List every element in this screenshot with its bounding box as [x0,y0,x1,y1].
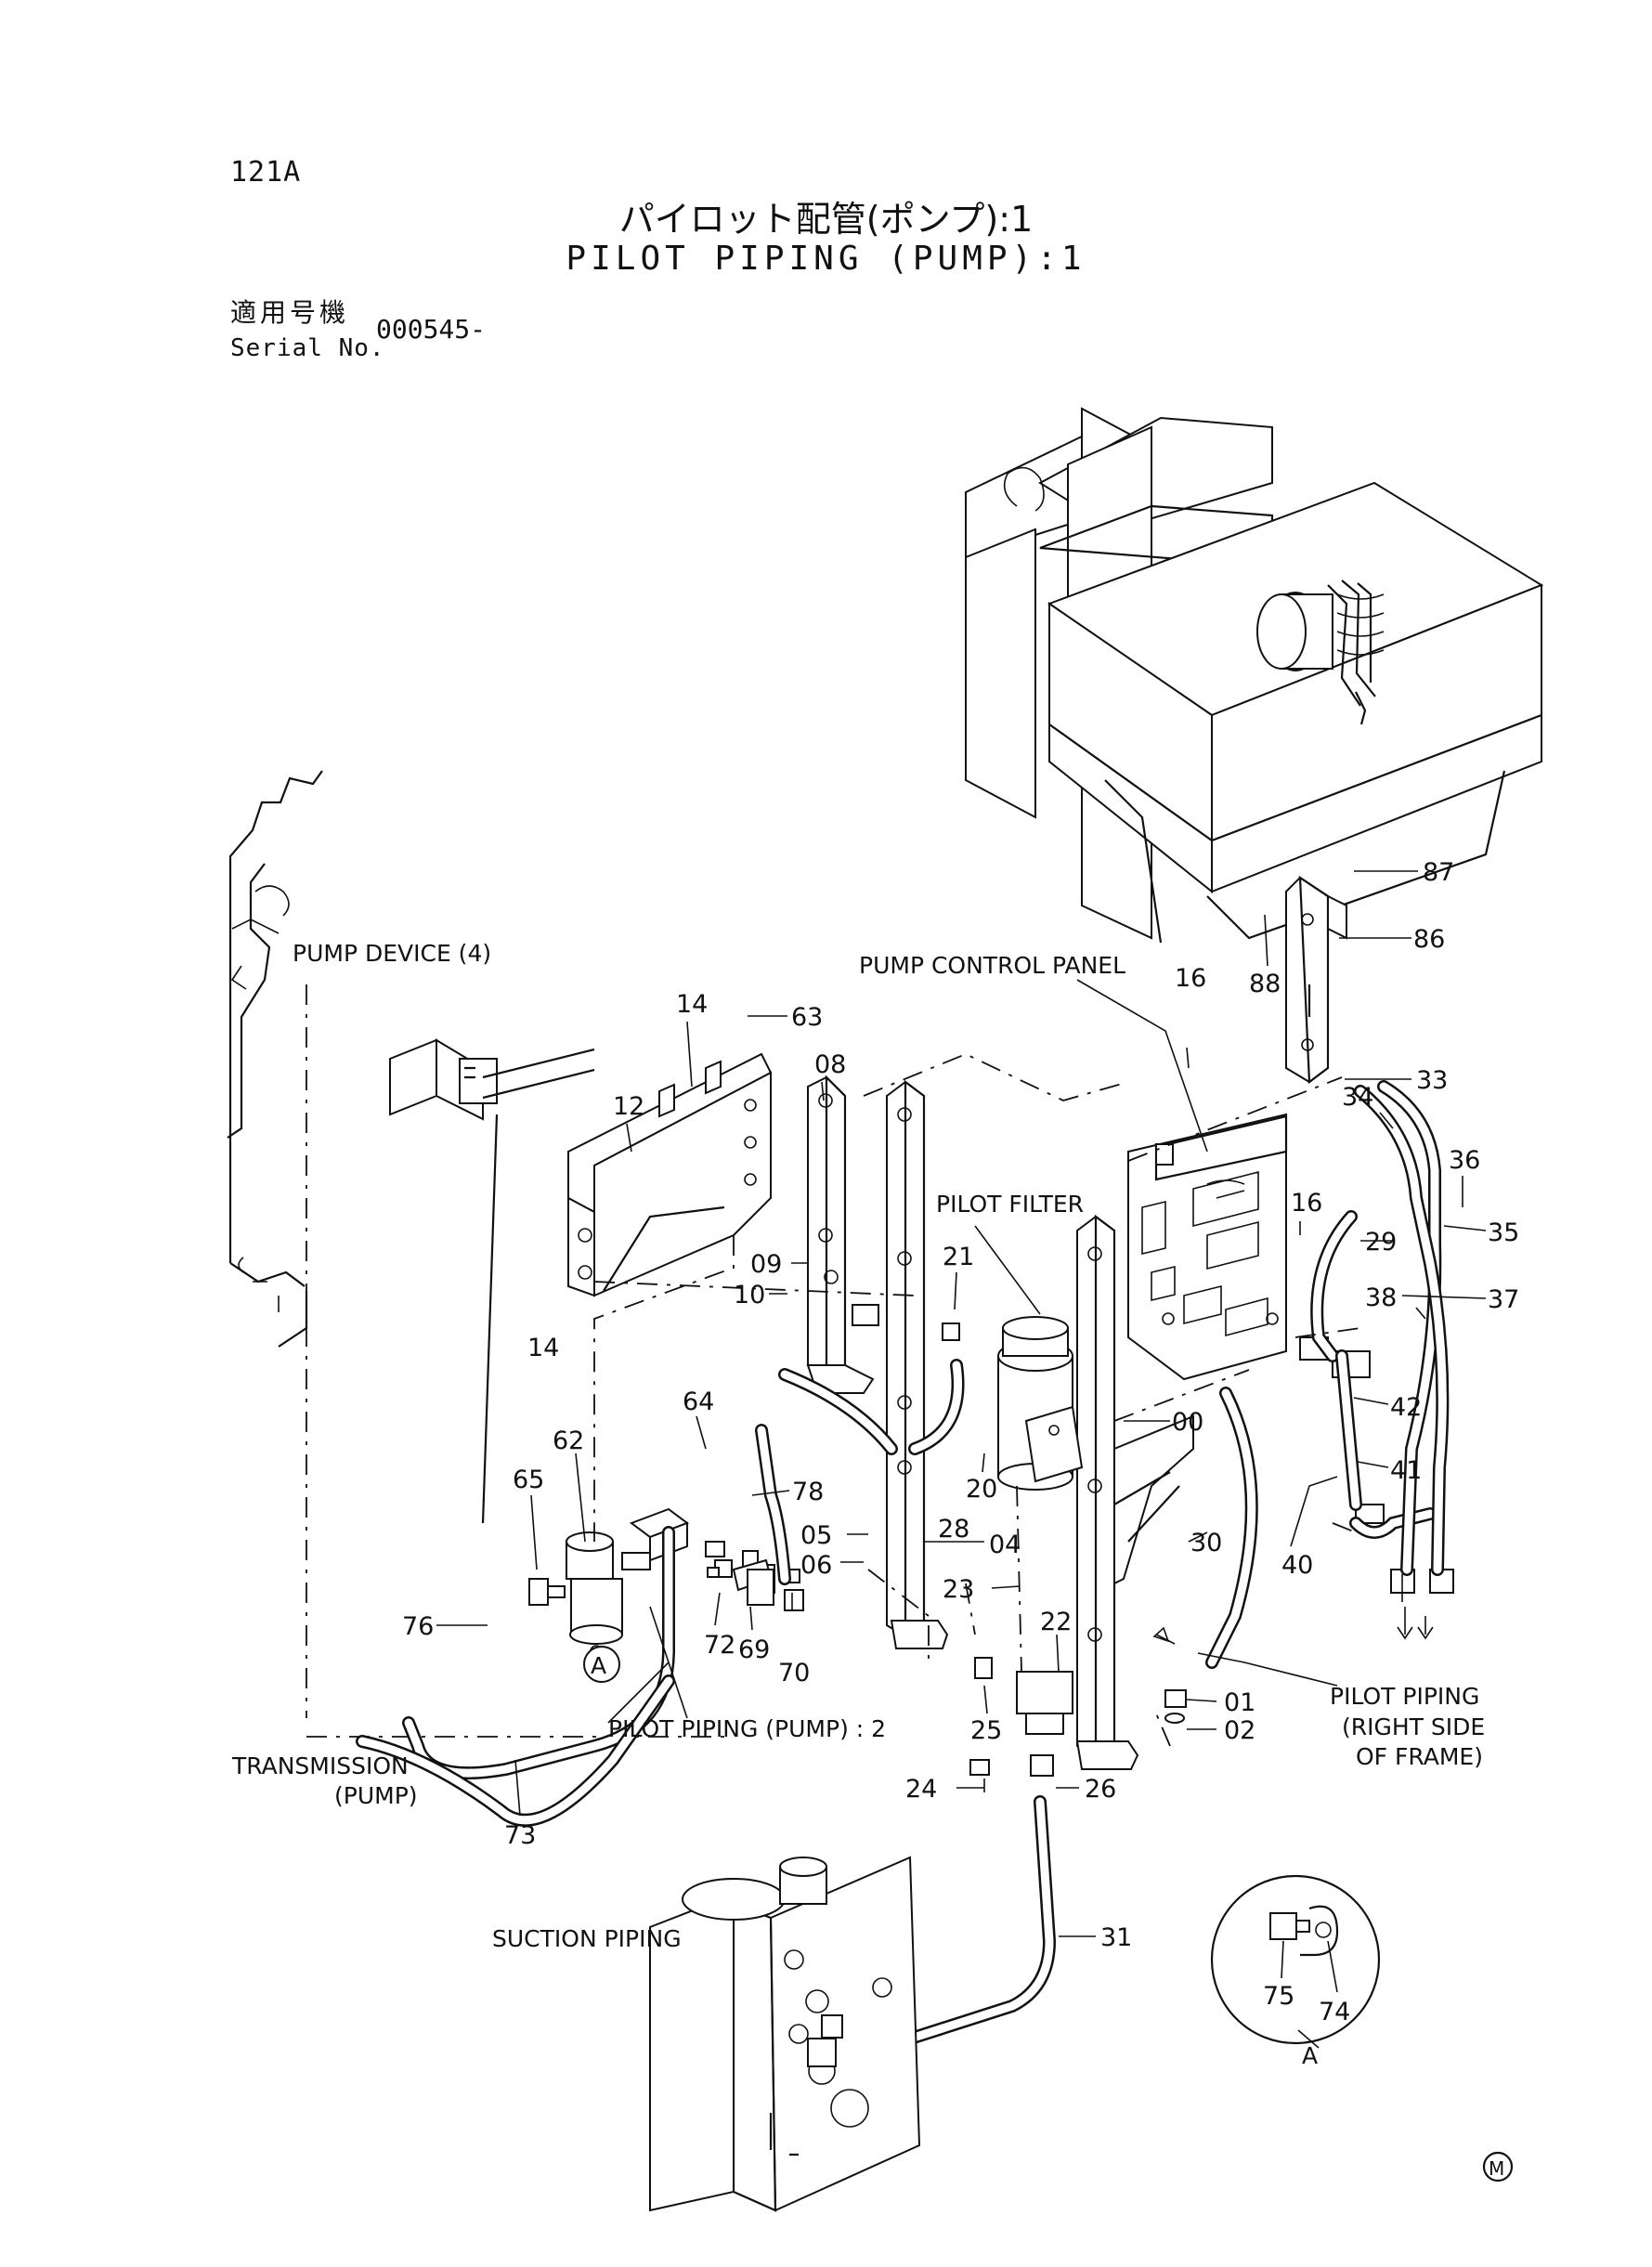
bracket-86-drawing [1285,875,1347,1085]
detail-a-marker: A [591,1652,606,1679]
logo-mark: M [1489,2157,1504,2180]
pilot-piping-right-label-line2: (RIGHT SIDE [1342,1713,1485,1740]
suction-piping-label: SUCTION PIPING [492,1925,682,1952]
part-number: 28 [938,1515,969,1544]
part-number: 74 [1319,1998,1350,2026]
serial-number-value: 000545- [376,314,487,345]
part-number: 75 [1263,1982,1294,2011]
part-number: 22 [1040,1608,1072,1636]
pump-control-panel-drawing [1127,1113,1288,1381]
pilot-piping-right-label-line1: PILOT PIPING [1330,1683,1479,1710]
part-number: 35 [1488,1218,1519,1247]
part-number: 37 [1488,1285,1519,1314]
part-number: 26 [1085,1775,1116,1804]
leader-lines [436,870,1487,2049]
part-number: 02 [1224,1716,1255,1745]
part-number: 21 [943,1243,974,1271]
part-number: 72 [704,1631,735,1660]
part-number: 30 [1190,1529,1222,1557]
connection-lines [593,1053,1361,1747]
pilot-piping-pump-2-label: PILOT PIPING (PUMP) : 2 [608,1715,886,1742]
part-number: 76 [402,1612,434,1641]
part-number: 24 [905,1775,937,1804]
part-number: 65 [513,1466,544,1494]
part-number: 78 [792,1478,824,1506]
column-04-drawing [886,1079,949,1649]
part-number: 04 [989,1531,1021,1559]
part-number: 16 [1291,1189,1322,1218]
pilot-filter-label: PILOT FILTER [936,1191,1084,1218]
part-number: 08 [814,1050,846,1079]
part-number: 00 [1172,1408,1203,1437]
part-number: 33 [1416,1066,1448,1095]
part-number: 10 [734,1281,765,1309]
part-number: 14 [676,990,708,1019]
bracket-12-drawing [567,1052,773,1297]
pilot-piping-right-label-line3: OF FRAME) [1356,1743,1483,1770]
part-number: 12 [613,1092,644,1121]
machine-overview-drawing [965,407,1544,944]
part-number: 31 [1100,1923,1132,1952]
detail-a-view-label: A [1302,2042,1318,2069]
pilot-filter-drawing [997,1316,1084,1491]
page-code: 121A [230,156,302,189]
part-number: 20 [966,1475,997,1504]
part-number: 88 [1249,970,1281,998]
hoses-drawing [356,1080,1450,2051]
part-number: 06 [800,1551,832,1580]
part-number: 41 [1390,1456,1422,1485]
part-number: 05 [800,1521,832,1550]
part-number: 86 [1413,925,1445,954]
pump-device-drawing [227,770,724,1738]
part-number: 01 [1224,1688,1255,1717]
part-number: 70 [778,1659,810,1687]
part-number: 38 [1365,1283,1397,1312]
part-number: 69 [738,1635,770,1664]
part-number: 36 [1449,1146,1480,1175]
transmission-label-line2: (PUMP) [334,1782,418,1809]
part-number: 25 [970,1716,1002,1745]
part-number: 73 [504,1821,536,1850]
part-number: 63 [791,1003,823,1032]
pump-control-panel-label: PUMP CONTROL PANEL [859,952,1125,979]
title-japanese: パイロット配管(ポンプ):1 [618,199,1034,240]
suction-piping-drawing [649,1856,921,2212]
pump-device-label: PUMP DEVICE (4) [293,940,491,967]
detail-a-marker-circle [583,1646,620,1683]
part-number: 62 [553,1427,584,1455]
serial-label-japanese: 適用号機 [230,297,350,328]
part-number: 09 [750,1250,782,1279]
part-number: 16 [1175,964,1206,993]
part-number: 34 [1342,1083,1373,1112]
part-number: 87 [1423,858,1454,887]
part-number: 14 [527,1334,559,1362]
column-00-drawing [1075,1214,1194,1770]
detail-a-drawing [1210,1874,1381,2045]
title-english: PILOT PIPING (PUMP):1 [566,240,1086,278]
logo-mark-circle [1482,2151,1514,2182]
part-number: 64 [683,1388,714,1416]
part-number: 42 [1390,1393,1422,1422]
bracket-08-drawing [806,1075,879,1394]
transmission-label-line1: TRANSMISSION [231,1752,409,1779]
part-number: 40 [1281,1551,1313,1580]
part-number: 29 [1365,1228,1397,1257]
serial-label-english: Serial No. [230,334,385,362]
fittings-drawing [705,1322,1454,1777]
part-number: 23 [943,1575,974,1604]
